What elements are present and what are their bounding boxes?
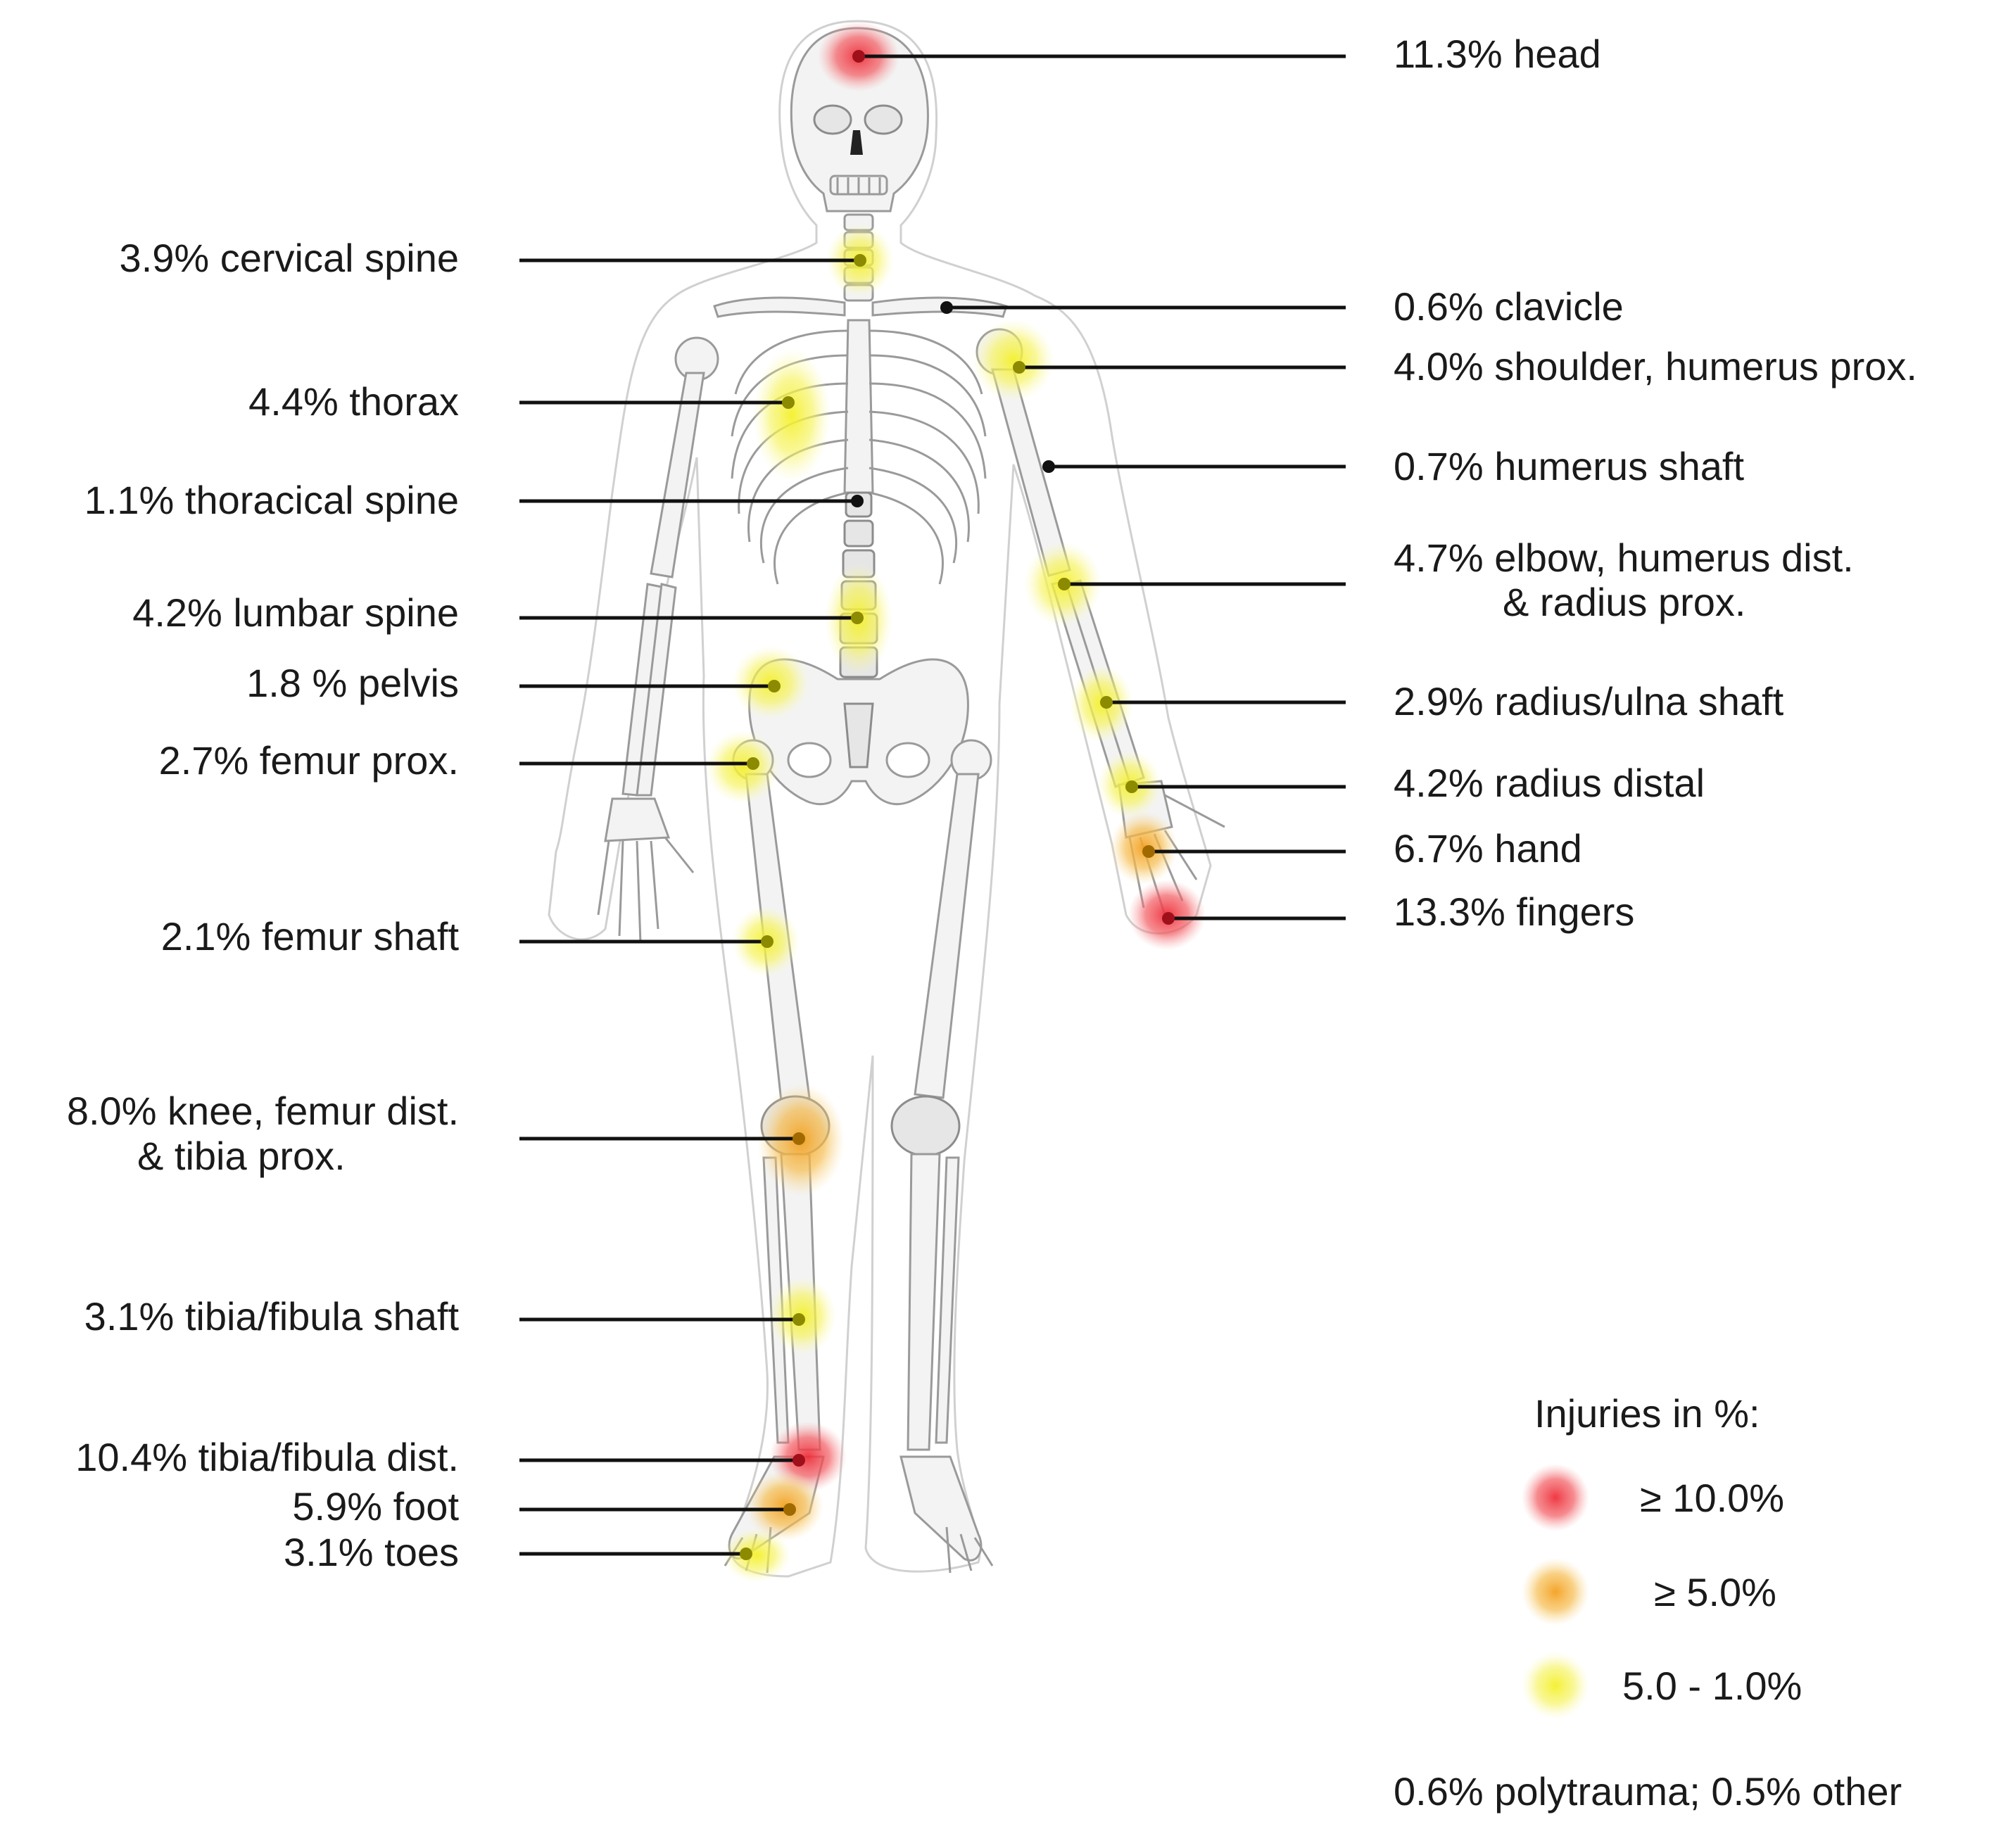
anchor-dot-foot (783, 1503, 796, 1516)
injury-label-knee-line2: & tibia prox. (137, 1134, 346, 1178)
legend-swatch-yellow (1522, 1652, 1589, 1719)
injury-labels: 11.3% head 3.9% cervical spine 0.6% clavic… (67, 32, 1917, 1574)
leader-lines (519, 50, 1346, 1560)
anchor-dot-radius-ulna-shaft (1100, 696, 1113, 709)
legend: Injuries in %: ≥ 10.0% ≥ 5.0% 5.0 - 1.0% (1522, 1391, 1802, 1719)
anchor-dot-tibia-fibula-dist (793, 1454, 805, 1467)
injury-label-humerus-shaft: 0.7% humerus shaft (1394, 444, 1744, 488)
heat-spot-shoulder (973, 319, 1054, 401)
footer-note: 0.6% polytrauma; 0.5% other (1394, 1769, 1902, 1814)
injury-label-toes: 3.1% toes (284, 1530, 459, 1574)
anchor-dot-shoulder (1013, 361, 1025, 374)
injury-label-thoracical-spine: 1.1% thoracical spine (84, 478, 459, 522)
injury-label-clavicle: 0.6% clavicle (1394, 284, 1624, 329)
injury-label-lumbar-spine: 4.2% lumbar spine (132, 590, 459, 635)
injury-label-knee: 8.0% knee, femur dist. (67, 1089, 459, 1133)
injury-label-radius-distal: 4.2% radius distal (1394, 761, 1705, 805)
anchor-dot-toes (740, 1548, 752, 1560)
heat-spot-thorax (753, 348, 831, 482)
anchor-dot-femur-shaft (761, 935, 774, 948)
injury-label-femur-prox: 2.7% femur prox. (159, 738, 459, 783)
injury-label-hand: 6.7% hand (1394, 826, 1582, 871)
injury-label-thorax: 4.4% thorax (248, 379, 459, 424)
anchor-dot-pelvis (768, 680, 781, 692)
legend-label-yellow: 5.0 - 1.0% (1622, 1664, 1802, 1708)
injury-label-shoulder: 4.0% shoulder, humerus prox. (1394, 344, 1917, 388)
legend-title: Injuries in %: (1534, 1391, 1760, 1436)
injury-label-tibia-fibula-dist: 10.4% tibia/fibula dist. (75, 1435, 459, 1479)
anchor-dot-knee (793, 1132, 805, 1145)
anchor-dot-lumbar-spine (851, 612, 864, 624)
anchor-dot-radius-distal (1125, 780, 1138, 793)
injury-label-radius-ulna-shaft: 2.9% radius/ulna shaft (1394, 679, 1784, 723)
anchor-dot-thoracical-spine (851, 495, 864, 507)
anchor-dot-cervical-spine (854, 254, 866, 267)
anchor-dot-femur-prox (747, 757, 759, 770)
anchor-dot-thorax (782, 396, 795, 409)
heat-spot-femur-prox (706, 730, 779, 804)
anchor-dot-tibia-fibula-shaft (793, 1313, 805, 1326)
anchor-dot-head (852, 50, 865, 63)
injury-label-cervical-spine: 3.9% cervical spine (120, 236, 459, 280)
legend-label-red: ≥ 10.0% (1640, 1476, 1784, 1520)
injury-label-elbow: 4.7% elbow, humerus dist. (1394, 536, 1854, 580)
heat-spot-toes (723, 1529, 790, 1582)
injury-label-femur-shaft: 2.1% femur shaft (161, 914, 460, 958)
anchor-dot-clavicle (940, 301, 953, 314)
anchor-dot-elbow (1058, 578, 1071, 590)
injury-label-elbow-line2: & radius prox. (1503, 580, 1746, 624)
anchor-dot-fingers (1162, 912, 1175, 925)
injury-label-pelvis: 1.8 % pelvis (246, 661, 459, 705)
anchor-dot-hand (1142, 845, 1155, 858)
injury-label-tibia-fibula-shaft: 3.1% tibia/fibula shaft (84, 1294, 460, 1338)
legend-swatch-orange (1522, 1558, 1589, 1626)
injury-label-head: 11.3% head (1394, 32, 1601, 76)
injury-label-foot: 5.9% foot (292, 1484, 459, 1529)
injury-label-fingers: 13.3% fingers (1394, 890, 1634, 934)
legend-label-orange: ≥ 5.0% (1654, 1570, 1776, 1614)
anchor-dot-humerus-shaft (1042, 460, 1055, 473)
legend-swatch-red (1522, 1464, 1589, 1531)
